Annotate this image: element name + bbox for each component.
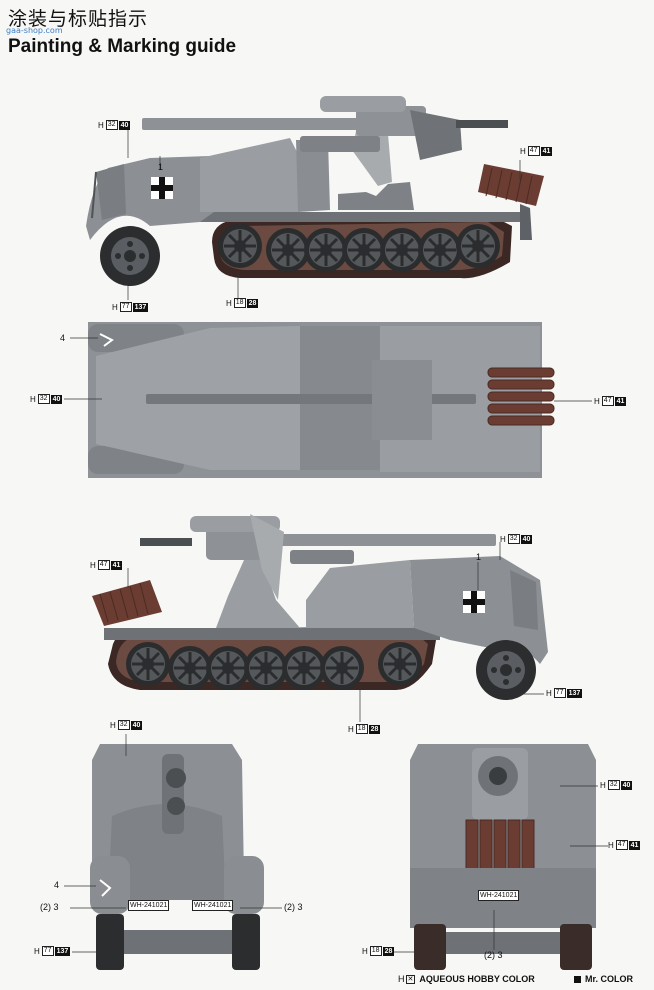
front-plate-left: WH-241021 — [128, 900, 170, 911]
top-view — [64, 322, 592, 478]
front-view — [64, 734, 282, 970]
marker-one-side-right: 1 — [158, 162, 164, 172]
front-plate-right: WH-241021 — [192, 900, 234, 911]
marker-two-three-front-right: (2) 3 — [284, 902, 303, 912]
legend-aqueous: H✕AQUEOUS HOBBY COLOR — [398, 974, 535, 984]
side-view-right — [86, 96, 544, 300]
marker-four-front: 4 — [54, 880, 60, 890]
marker-two-three-front-left: (2) 3 — [40, 902, 59, 912]
chinese-title: 涂装与标贴指示 — [8, 8, 149, 30]
watermark-text: gaa-shop.com — [6, 26, 63, 35]
rear-view — [392, 744, 608, 970]
page-title: Painting & Marking guide — [8, 36, 237, 57]
mr-color-square-icon — [574, 975, 581, 983]
legend-mr-color: Mr. COLOR — [574, 974, 633, 984]
marker-one-side-left: 1 — [476, 552, 482, 562]
rear-plate: WH-241021 — [478, 890, 520, 901]
side-view-left — [92, 514, 548, 722]
marker-two-three-rear: (2) 3 — [484, 950, 503, 960]
marker-four-top: 4 — [60, 333, 66, 343]
aqueous-symbol-icon: ✕ — [405, 974, 416, 984]
